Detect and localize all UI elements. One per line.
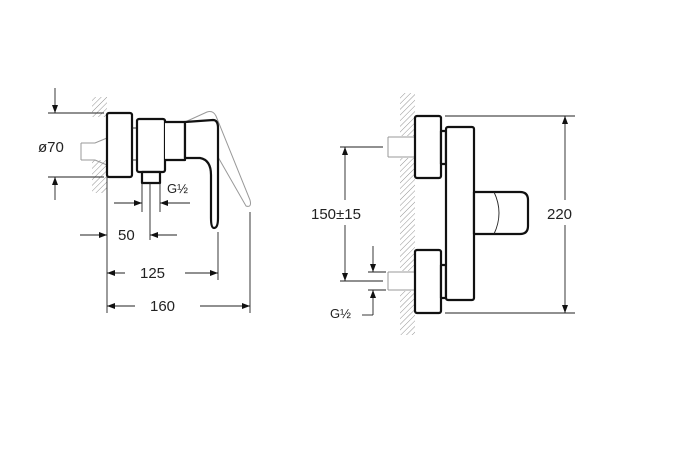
lower-flange — [413, 248, 443, 315]
diameter-label: ø70 — [38, 139, 64, 156]
front-view: 220 150±15 G½ — [311, 93, 575, 335]
upper-flange — [413, 114, 443, 180]
lower-supply-pipe — [387, 271, 415, 291]
dim-outlet: 50 — [118, 227, 135, 244]
dim-handle-front: 125 — [140, 265, 165, 282]
mixer-body — [444, 125, 476, 302]
handle-connector — [165, 120, 187, 162]
wall-hatch-top — [92, 97, 107, 117]
lever-handle — [183, 118, 220, 230]
lever-handle — [472, 190, 530, 236]
mixer-body — [135, 117, 167, 174]
upper-supply-pipe — [387, 136, 415, 158]
dim-total-depth: 160 — [150, 298, 175, 315]
supply-pipe — [80, 137, 108, 166]
outlet — [140, 170, 162, 185]
wall-flange — [105, 111, 134, 179]
thread-label: G½ — [167, 181, 188, 196]
dim-height: 220 — [547, 206, 572, 223]
dim-center-distance: 150±15 — [311, 206, 361, 223]
handle-ghost-open — [184, 111, 251, 207]
thread-label: G½ — [330, 306, 351, 321]
side-view: ø70 G½ 50 125 160 — [38, 88, 251, 315]
wall-hatch-bottom — [92, 160, 107, 193]
wall-hatch — [400, 93, 415, 335]
